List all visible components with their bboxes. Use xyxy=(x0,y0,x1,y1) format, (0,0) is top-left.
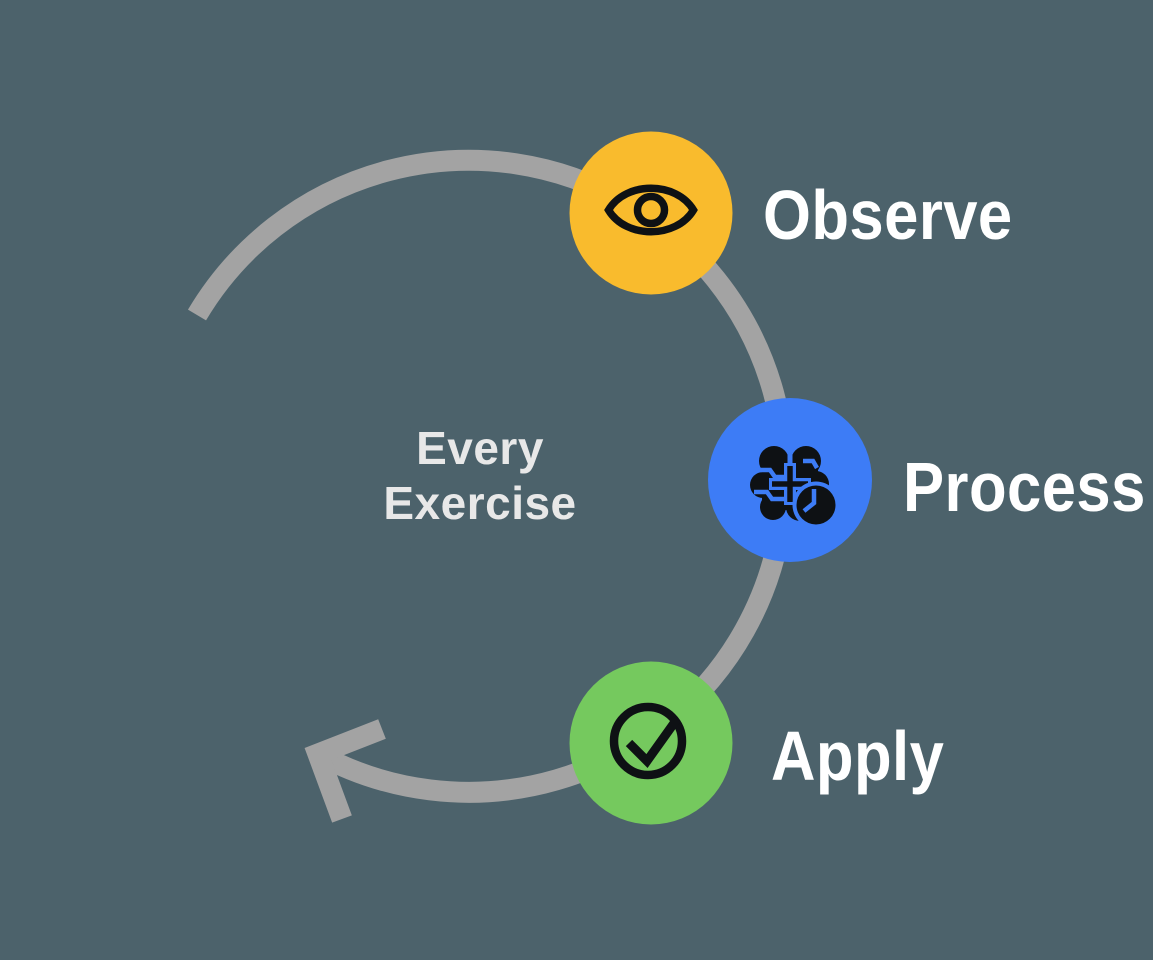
step-node-apply xyxy=(569,661,733,825)
eye-icon xyxy=(604,184,698,236)
check-circle-icon xyxy=(609,702,687,780)
cycle-arc xyxy=(187,149,796,803)
step-node-process xyxy=(708,398,872,562)
step-circle-observe xyxy=(569,131,733,295)
cycle-arrowhead-icon xyxy=(304,719,386,823)
cycle-arrow xyxy=(187,149,796,823)
step-label-apply: Apply xyxy=(771,717,945,795)
center-label-line1: Every xyxy=(416,422,544,474)
step-label-observe: Observe xyxy=(763,176,1013,254)
center-label-line2: Exercise xyxy=(383,477,577,529)
brain-clock-icon xyxy=(750,446,840,529)
step-label-process: Process xyxy=(903,448,1146,526)
step-node-observe xyxy=(569,131,733,295)
step-circle-apply xyxy=(569,661,733,825)
center-label: Every Exercise xyxy=(300,421,660,531)
